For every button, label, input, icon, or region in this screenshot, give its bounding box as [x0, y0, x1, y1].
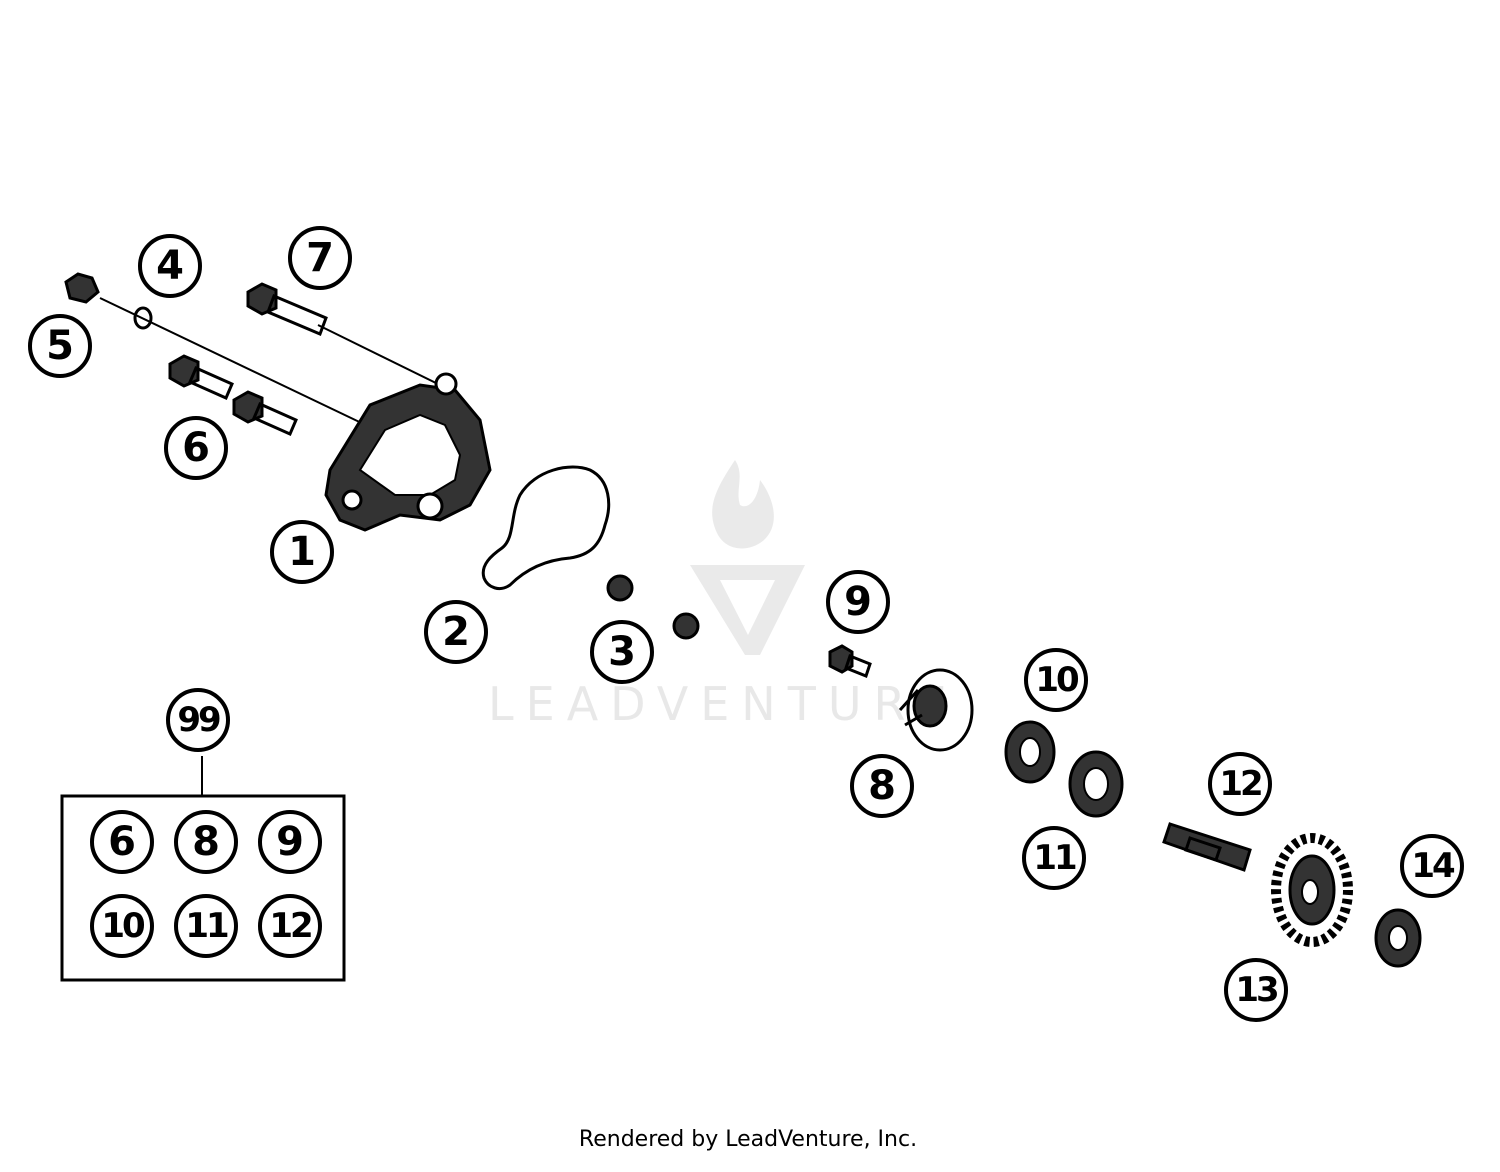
watermark-logo: LEADVENTURE [488, 460, 959, 731]
kit-box: 6 8 9 10 11 12 [60, 794, 346, 982]
svg-text:9: 9 [844, 579, 872, 625]
svg-text:13: 13 [1235, 970, 1277, 1010]
part-7-bolt [246, 282, 328, 336]
svg-text:6: 6 [108, 819, 136, 865]
callout-8: 8 [850, 754, 914, 818]
kit-item-10: 10 [90, 894, 154, 958]
callout-6: 6 [164, 416, 228, 480]
svg-text:12: 12 [1219, 764, 1261, 804]
kit-item-11: 11 [174, 894, 238, 958]
part-10-seal [1004, 720, 1056, 784]
svg-text:5: 5 [46, 323, 74, 369]
kit-item-12: 12 [258, 894, 322, 958]
callout-14: 14 [1400, 834, 1464, 898]
part-12-shaft [1162, 822, 1252, 872]
leader-line-5 [99, 297, 373, 429]
svg-text:7: 7 [306, 235, 334, 281]
kit-item-6: 6 [90, 810, 154, 874]
part-13-gear [1271, 833, 1353, 947]
part-4-washer [133, 306, 153, 330]
callout-3: 3 [590, 620, 654, 684]
part-2-gasket [481, 465, 611, 590]
svg-text:11: 11 [185, 906, 228, 946]
svg-text:1: 1 [288, 529, 316, 575]
svg-text:99: 99 [177, 700, 220, 740]
svg-text:10: 10 [1035, 660, 1079, 700]
leader-line-7 [317, 324, 441, 386]
kit-item-9: 9 [258, 810, 322, 874]
part-5-nut [64, 272, 100, 304]
svg-text:8: 8 [192, 819, 220, 865]
callout-13: 13 [1224, 958, 1288, 1022]
svg-text:14: 14 [1411, 846, 1455, 886]
callout-4: 4 [138, 234, 202, 298]
svg-text:11: 11 [1033, 838, 1076, 878]
part-11-seal [1068, 750, 1124, 818]
svg-text:6: 6 [182, 425, 210, 471]
svg-text:3: 3 [608, 629, 636, 675]
callout-7: 7 [288, 226, 352, 290]
kit-item-8: 8 [174, 810, 238, 874]
callout-1: 1 [270, 520, 334, 584]
svg-text:12: 12 [269, 906, 311, 946]
svg-text:4: 4 [156, 243, 184, 289]
svg-text:8: 8 [868, 763, 896, 809]
part-14-bearing [1374, 908, 1422, 968]
part-6-bolts [168, 354, 298, 436]
callout-12: 12 [1208, 752, 1272, 816]
part-9-screw [828, 644, 872, 678]
callout-5: 5 [28, 314, 92, 378]
callout-10: 10 [1024, 648, 1088, 712]
part-3-dowels [606, 574, 700, 640]
svg-text:9: 9 [276, 819, 304, 865]
footer-credit: Rendered by LeadVenture, Inc. [579, 1127, 917, 1152]
callout-2: 2 [424, 600, 488, 664]
part-8-impeller [898, 668, 974, 752]
callout-9: 9 [826, 570, 890, 634]
svg-text:10: 10 [101, 906, 145, 946]
callout-11: 11 [1022, 826, 1086, 890]
part-1-pump-cover [324, 372, 492, 532]
watermark-text: LEADVENTURE [488, 677, 959, 731]
callout-99: 99 [166, 688, 230, 752]
svg-text:2: 2 [442, 609, 470, 655]
